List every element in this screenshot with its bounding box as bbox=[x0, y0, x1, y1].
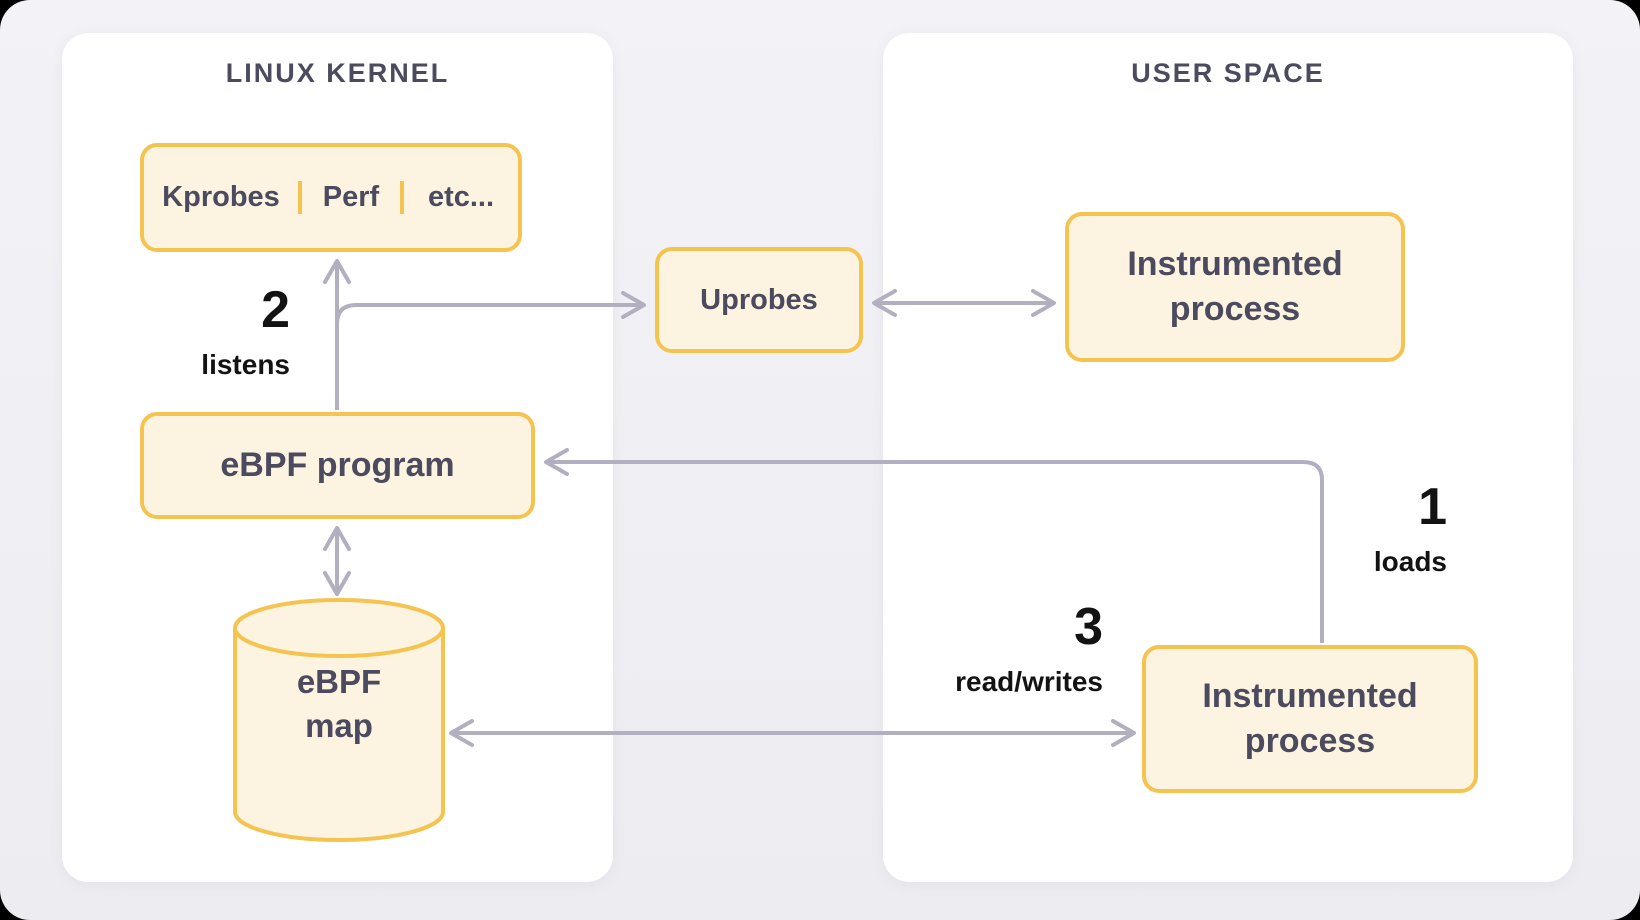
uprobes-box: Uprobes bbox=[655, 247, 863, 353]
linux-kernel-title: LINUX KERNEL bbox=[225, 58, 450, 88]
instrumented-process-top-box: Instrumented process bbox=[1065, 212, 1405, 362]
step-number-2: 2 bbox=[261, 281, 290, 339]
user-space-title: USER SPACE bbox=[1131, 58, 1325, 88]
probe-cell-perf: Perf bbox=[298, 181, 400, 214]
step-number-1: 1 bbox=[1418, 478, 1447, 536]
kernel-probes-box: Kprobes Perf etc... bbox=[140, 143, 522, 252]
step-word-readwrites: read/writes bbox=[955, 666, 1103, 697]
probe-cell-etc: etc... bbox=[400, 181, 518, 214]
instrumented-process-bottom-box: Instrumented process bbox=[1142, 645, 1478, 793]
probe-cell-kprobes: Kprobes bbox=[162, 181, 280, 213]
step-label-loads: 1 loads bbox=[1374, 481, 1447, 578]
step-word-listens: listens bbox=[201, 349, 290, 380]
step-word-loads: loads bbox=[1373, 546, 1447, 577]
step-number-3: 3 bbox=[1074, 598, 1103, 656]
ebpf-map-label: eBPF map bbox=[296, 663, 382, 744]
step-label-readwrites: 3 read/writes bbox=[955, 601, 1103, 698]
ebpf-program-box: eBPF program bbox=[140, 412, 535, 519]
step-label-listens: 2 listens bbox=[201, 284, 290, 381]
